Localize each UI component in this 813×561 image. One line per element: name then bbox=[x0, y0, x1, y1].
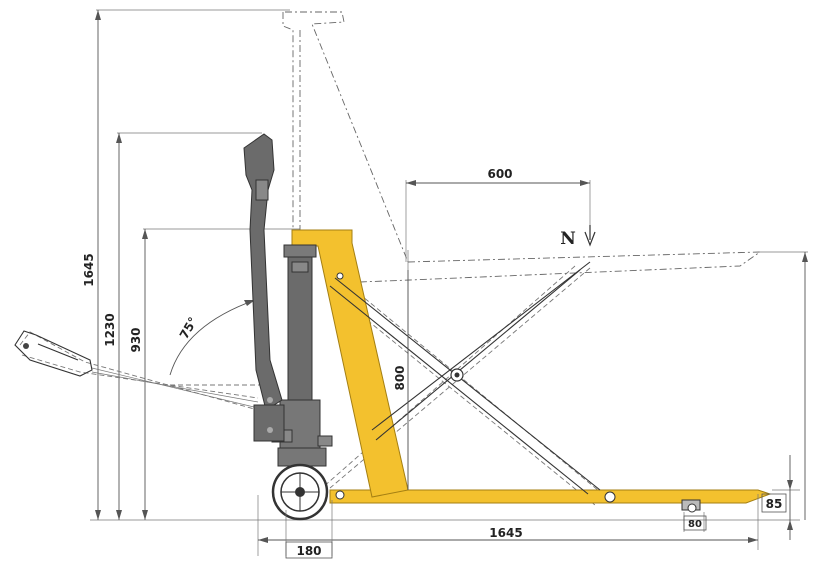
load-symbol-label: N bbox=[560, 229, 576, 249]
handle-height-label: 1230 bbox=[103, 313, 117, 346]
load-center-label: 600 bbox=[487, 167, 512, 181]
tiller-handle bbox=[243, 133, 285, 442]
total-length-label: 1645 bbox=[489, 526, 522, 540]
angle-arc bbox=[169, 299, 256, 376]
height-dimension-lines bbox=[90, 9, 800, 521]
tilted-handle bbox=[14, 330, 259, 409]
length-dimension bbox=[257, 494, 759, 559]
lift-height-dimension bbox=[407, 250, 808, 540]
load-center-dimension bbox=[405, 180, 596, 262]
handle-angle-label: 75° bbox=[177, 315, 200, 342]
fork-height-label: 85 bbox=[766, 497, 783, 511]
wheel-width-label: 180 bbox=[296, 544, 321, 558]
load-arrow-icon bbox=[584, 225, 596, 247]
steering-wheel bbox=[271, 447, 329, 521]
hydraulic-pump bbox=[271, 244, 333, 456]
lift-height-label: 800 bbox=[393, 365, 407, 390]
tiller-height-label: 930 bbox=[129, 327, 143, 352]
fork-frame bbox=[291, 229, 772, 511]
load-roller bbox=[681, 499, 701, 513]
max-height-label: 1645 bbox=[82, 253, 96, 286]
roller-width-label: 80 bbox=[688, 519, 702, 530]
raised-position-outline bbox=[19, 11, 762, 506]
